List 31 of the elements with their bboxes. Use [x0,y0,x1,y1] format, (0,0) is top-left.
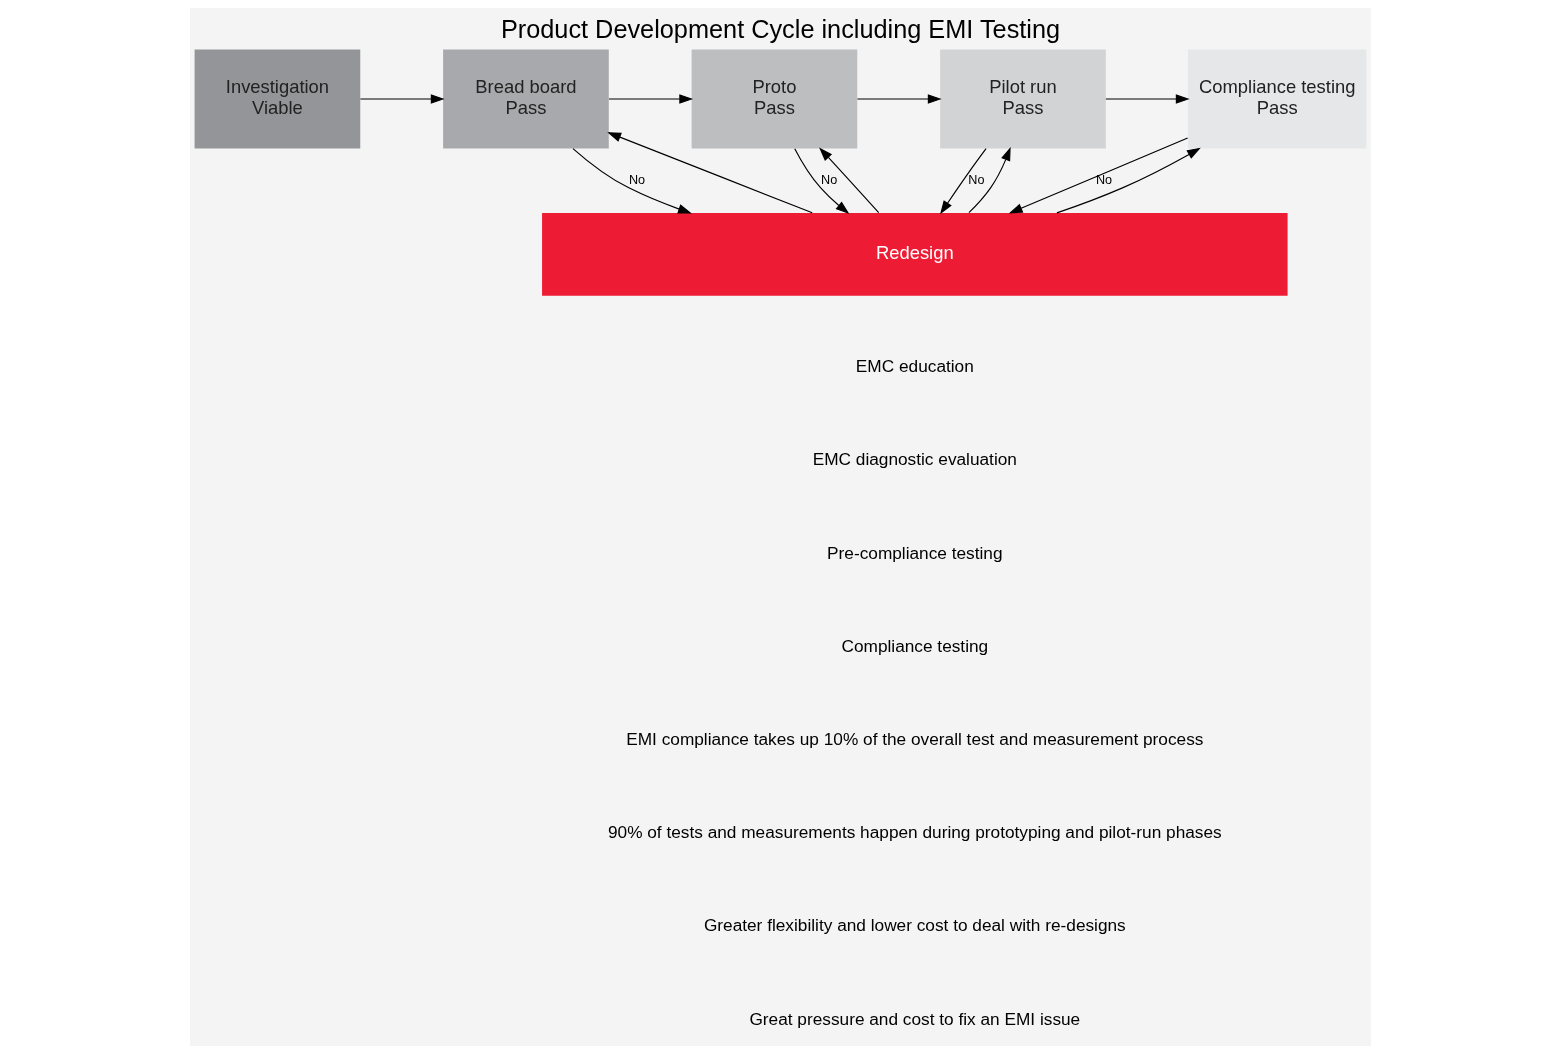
label: EMC education [855,356,974,377]
node-box: Pilot run Pass [940,49,1106,149]
edge-label: No [628,172,646,187]
arrow [819,147,880,214]
label: 90% of tests and measurements happen during prototyping and pilot-run phases [607,822,1222,843]
arrow [856,94,942,104]
arrow [608,94,694,104]
label: Greater flexibility and lower cost to deal with re-designs [703,915,1126,936]
arrow [359,94,445,104]
label: EMC diagnostic evaluation [812,449,1017,470]
arrow [1056,147,1201,214]
node-box: Investigation Viable [194,49,361,149]
arrow [940,148,987,215]
diagram-title: Product Development Cycle including EMI Testing [500,14,1061,43]
node-box: Compliance testing Pass [1188,49,1367,149]
arrow [794,148,850,214]
node-box: Redesign [542,212,1288,296]
node-box: Proto Pass [691,49,858,149]
label: EMI compliance takes up 10% of the overall test and measurement process [626,729,1204,750]
arrow [607,132,813,214]
arrow [572,148,692,214]
edge-label: No [1096,172,1113,187]
arrow [1008,137,1189,214]
label: Great pressure and cost to fix an EMI issue [749,1008,1081,1029]
label: Pre-compliance testing [827,542,1003,563]
edge-label: No [968,172,985,187]
arrow [1105,94,1190,104]
label: Compliance testing [841,635,989,656]
node-box: Bread board Pass [443,49,609,149]
arrow [968,146,1011,214]
edge-label: No [821,172,838,187]
